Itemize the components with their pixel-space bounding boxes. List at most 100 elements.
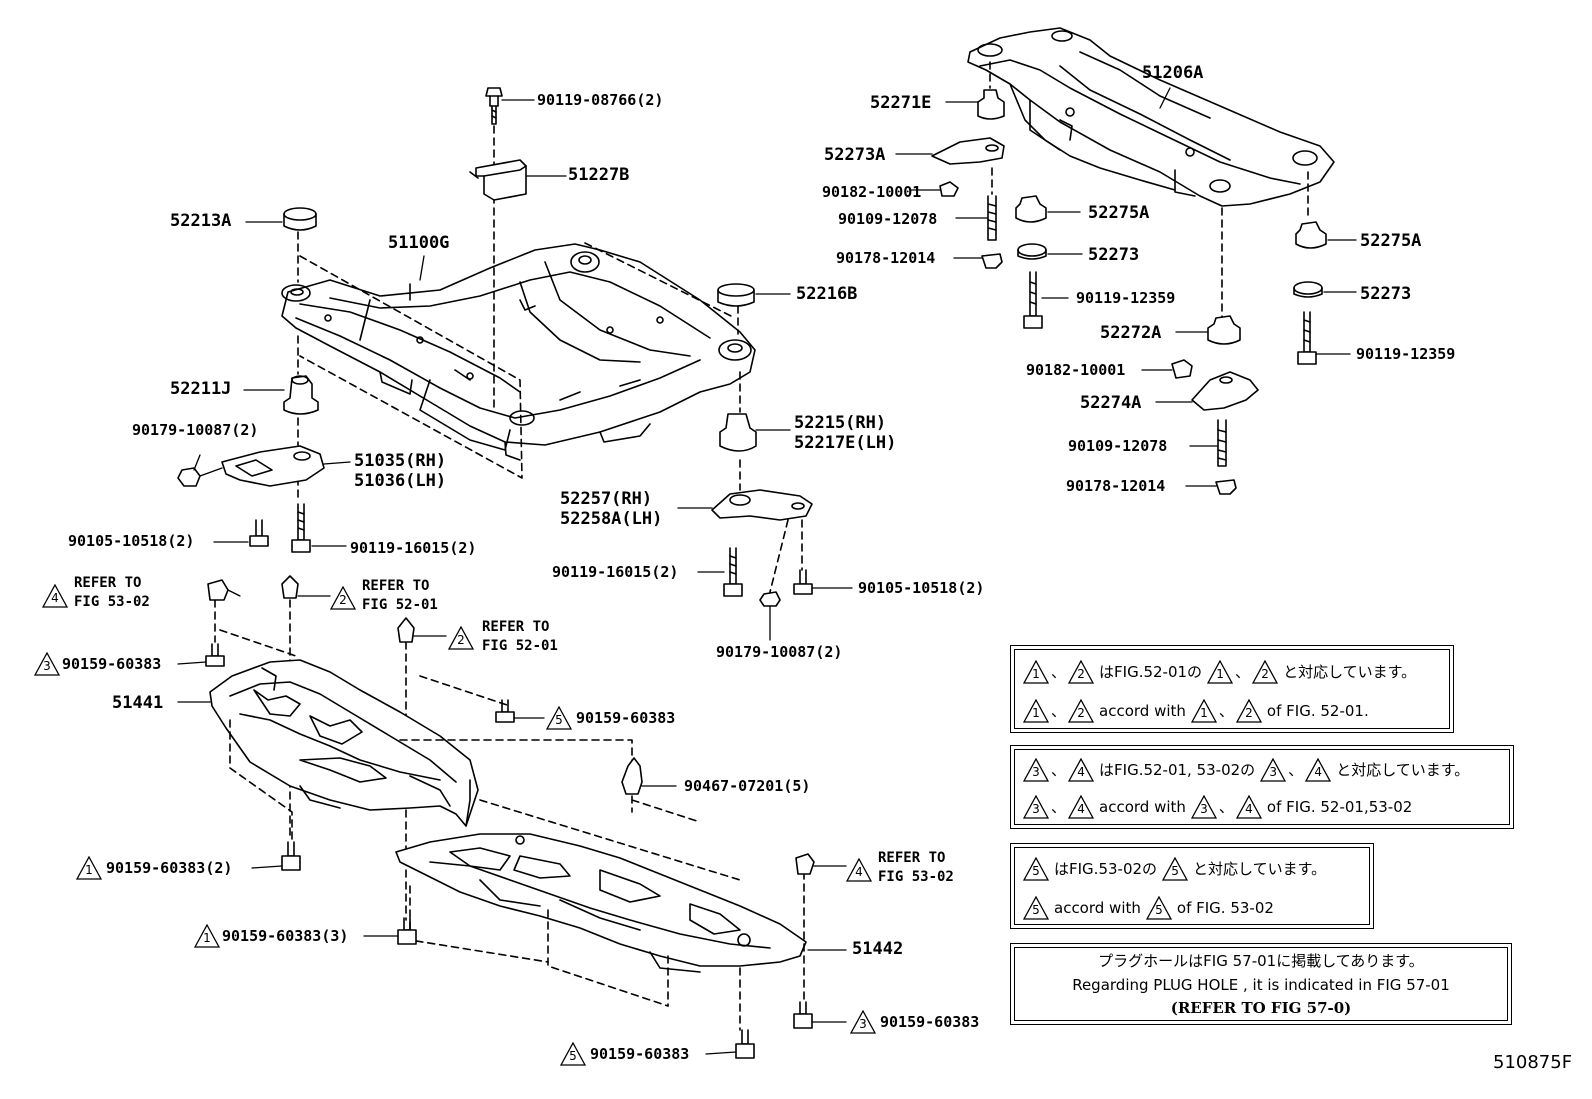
warning-triangle-icon: 1 — [1023, 699, 1049, 723]
label-90159-60383-a: 90159-60383 — [62, 655, 162, 673]
note-line-en: 3 、 4 accord with 3 、 4 of FIG. 52-01,53… — [1021, 794, 1415, 820]
label-90159-60383-b: 90159-60383 — [576, 709, 676, 727]
bushing-52215 — [719, 413, 757, 452]
label-52211j: 52211J — [170, 379, 232, 399]
label-51442: 51442 — [852, 939, 904, 959]
label-51206a: 51206A — [1142, 63, 1204, 83]
note-line-jp: 5 はFIG.53-02の 5 と対応しています。 — [1021, 856, 1329, 882]
warning-triangle-icon: 3 — [1023, 758, 1049, 782]
nut-90182-10001-b — [1171, 359, 1193, 379]
note-line-jp: プラグホールはFIG 57-01に掲載してあります。 — [1098, 952, 1424, 970]
label-90105-10518-a: 90105-10518(2) — [68, 532, 195, 550]
refer-to-fig-link[interactable]: FIG 52-01 — [482, 638, 558, 654]
leader-lines — [177, 87, 1357, 1055]
bushing-52271e — [977, 89, 1005, 120]
bushing-52216b — [717, 283, 755, 307]
label-52258a: 52258A(LH) — [560, 509, 663, 529]
label-52216b: 52216B — [796, 284, 858, 304]
label-51035: 51035(RH) — [354, 451, 447, 471]
warning-triangle-icon: 1 — [76, 856, 102, 880]
note-box-3-4: 3 、 4 はFIG.52-01, 53-02の 3 、 4 と対応しています。… — [1010, 745, 1514, 829]
bolt-90119-08766 — [485, 87, 503, 125]
label-90182-10001-a: 90182-10001 — [822, 183, 922, 201]
refer-to-fig-link[interactable]: FIG 53-02 — [74, 594, 150, 610]
label-90105-10518-b: 90105-10518(2) — [858, 579, 985, 597]
label-90109-12078-b: 90109-12078 — [1068, 437, 1168, 455]
label-90178-12014-a: 90178-12014 — [836, 249, 936, 267]
bolt-90159-60383-a — [205, 643, 225, 667]
note-box-1-2: 1 、 2 はFIG.52-01の 1 、 2 と対応しています。 1 、 2 … — [1010, 645, 1454, 733]
warning-triangle-icon: 4 — [42, 584, 68, 608]
label-52215: 52215(RH) — [794, 413, 887, 433]
refer-to-fig-link[interactable]: (REFER TO FIG 57-0) — [1170, 999, 1352, 1017]
nut-90179-10087-b — [759, 591, 781, 607]
label-51100g: 51100G — [388, 233, 450, 253]
bolt-90119-12359-a — [1023, 271, 1043, 329]
label-90119-16015-b: 90119-16015(2) — [552, 563, 679, 581]
refer-to-line1: REFER TO — [74, 575, 142, 591]
warning-triangle-icon: 3 — [1190, 795, 1217, 819]
warning-triangle-icon: 2 — [1068, 660, 1095, 684]
label-52275a-b: 52275A — [1360, 231, 1422, 251]
bolt-90159-60383-e — [793, 1001, 813, 1029]
refer-to-line1: REFER TO — [482, 619, 550, 635]
stud-90109-12078-b — [1217, 419, 1227, 467]
label-51441: 51441 — [112, 693, 164, 713]
label-90159-60383-d: 90159-60383(3) — [222, 927, 349, 945]
warning-triangle-icon: 4 — [1068, 795, 1095, 819]
note-line-en: Regarding PLUG HOLE , it is indicated in… — [1072, 976, 1450, 994]
label-52273-a: 52273 — [1088, 245, 1140, 265]
clip-90467-07201 — [621, 757, 643, 795]
warning-triangle-icon: 1 — [194, 924, 220, 948]
label-52273a: 52273A — [824, 145, 886, 165]
note-line-en: 1 、 2 accord with 1 、 2 of FIG. 52-01. — [1021, 698, 1372, 724]
bushing-52275a-b — [1295, 221, 1327, 249]
warning-triangle-icon: 1 — [1207, 660, 1234, 684]
bolt-90119-12359-b — [1297, 311, 1317, 365]
label-90159-60383-f: 90159-60383 — [590, 1045, 690, 1063]
label-52275a-a: 52275A — [1088, 203, 1150, 223]
dashed-leaders-front — [214, 125, 803, 921]
label-90179-10087-b: 90179-10087(2) — [716, 643, 843, 661]
label-52273-b: 52273 — [1360, 284, 1412, 304]
warning-triangle-icon: 4 — [1305, 758, 1332, 782]
warning-triangle-icon: 5 — [546, 706, 572, 730]
warning-triangle-icon: 5 — [560, 1042, 586, 1066]
label-90119-12359-a: 90119-12359 — [1076, 289, 1176, 307]
bolt-90119-16015-b — [723, 547, 743, 597]
warning-triangle-icon: 2 — [1252, 660, 1279, 684]
label-90119-08766: 90119-08766(2) — [537, 91, 664, 109]
label-90182-10001-b: 90182-10001 — [1026, 361, 1126, 379]
clip-refer-53-02-b — [795, 853, 815, 875]
note-box-plug-hole: プラグホールはFIG 57-01に掲載してあります。 Regarding PLU… — [1010, 943, 1512, 1025]
bolt-90159-60383-b — [495, 699, 515, 723]
bracket-52257 — [711, 489, 813, 521]
note-box-5: 5 はFIG.53-02の 5 と対応しています。 5 accord with … — [1010, 843, 1374, 929]
warning-triangle-icon: 3 — [34, 652, 60, 676]
label-90119-16015-a: 90119-16015(2) — [350, 539, 477, 557]
bushing-52213a — [283, 207, 317, 231]
refer-to-line1: REFER TO — [362, 578, 430, 594]
bolt-90159-60383-c — [281, 841, 301, 871]
dashed-leaders-rear — [989, 61, 1309, 319]
nut-90178-12014-b — [1215, 479, 1237, 495]
warning-triangle-icon: 5 — [1023, 896, 1049, 920]
label-52272a: 52272A — [1100, 323, 1162, 343]
refer-to-fig-link[interactable]: FIG 53-02 — [878, 869, 954, 885]
refer-to-fig-link[interactable]: FIG 52-01 — [362, 597, 438, 613]
warning-triangle-icon: 1 — [1190, 699, 1217, 723]
warning-triangle-icon: 2 — [448, 626, 474, 650]
label-51036: 51036(LH) — [354, 471, 447, 491]
warning-triangle-icon: 2 — [1235, 699, 1262, 723]
warning-triangle-icon: 3 — [1260, 758, 1287, 782]
bushing-52272a — [1207, 315, 1241, 345]
bracket-51035-51036 — [221, 445, 325, 487]
note-line-en: 5 accord with 5 of FIG. 53-02 — [1021, 895, 1277, 921]
washer-52273-b — [1293, 281, 1323, 298]
clip-refer-52-01-b — [397, 617, 415, 643]
bolt-90159-60383-d — [397, 917, 417, 945]
warning-triangle-icon: 5 — [1023, 857, 1049, 881]
warning-triangle-icon: 5 — [1162, 857, 1189, 881]
bracket-52273a — [931, 137, 1005, 165]
